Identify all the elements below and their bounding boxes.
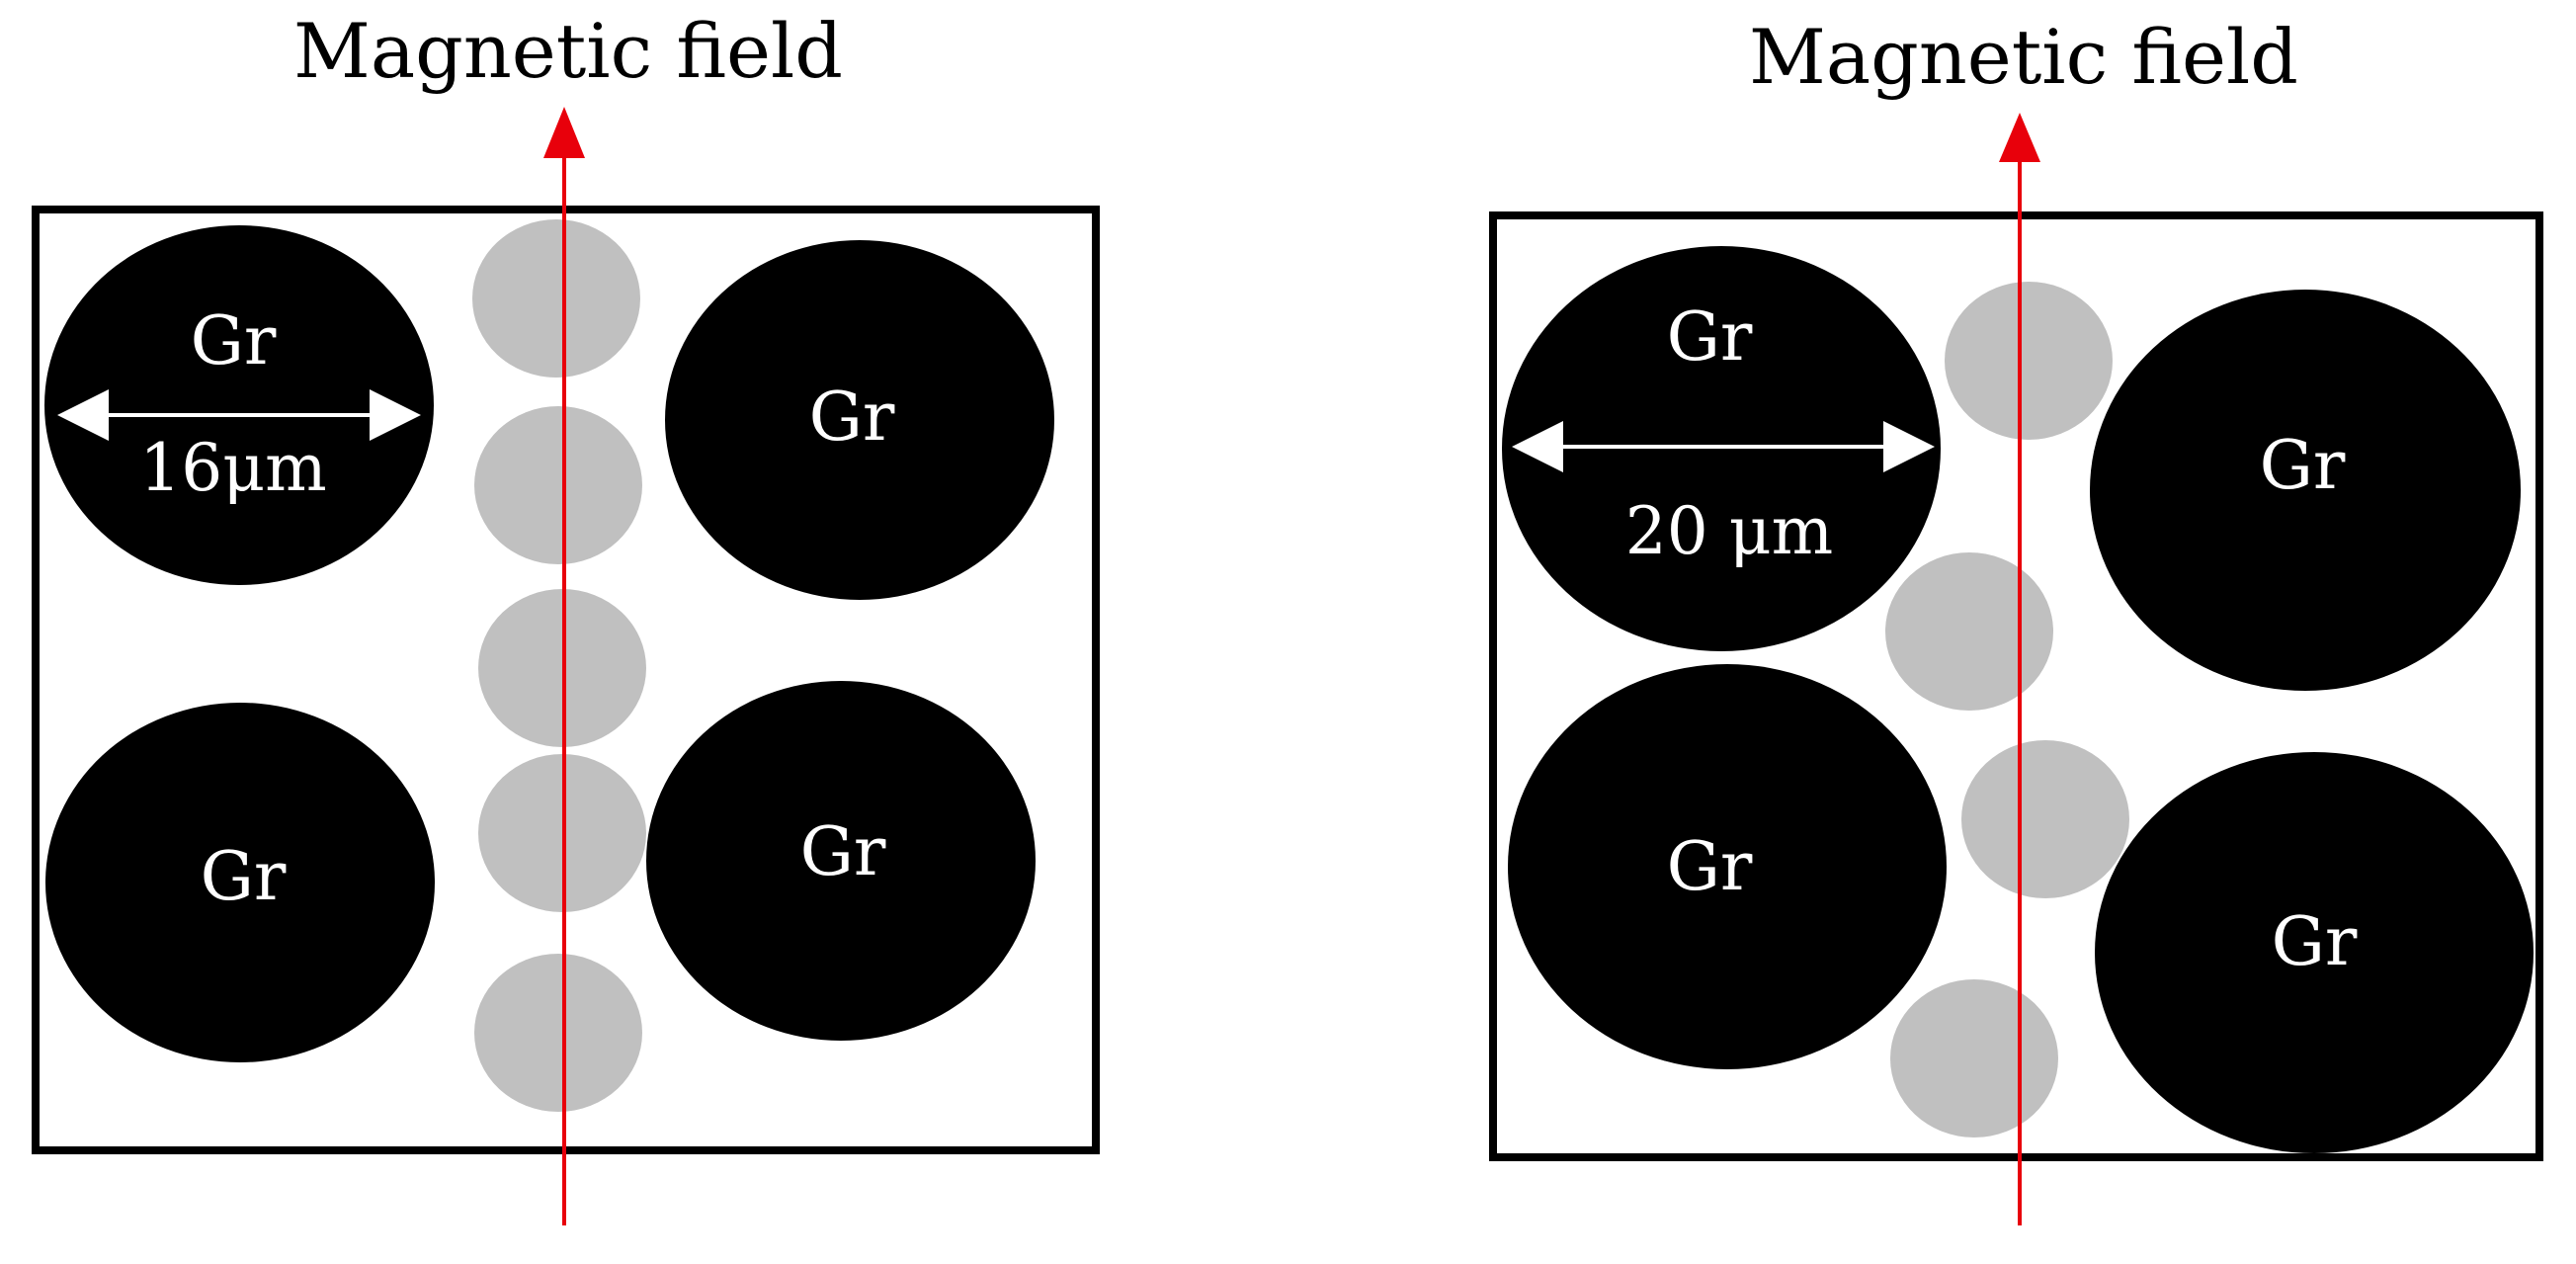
left-panel: Magnetic field Gr Gr Gr Gr 16μm bbox=[32, 7, 1100, 1225]
left-dimension-label: 16μm bbox=[139, 430, 326, 506]
left-gr-label-top-left: Gr bbox=[191, 302, 277, 380]
left-gr-label-bottom-left: Gr bbox=[201, 838, 287, 916]
right-particle-4 bbox=[1890, 979, 2058, 1138]
right-graphite-bottom-left bbox=[1508, 664, 1947, 1069]
right-graphite-bottom-right bbox=[2095, 752, 2534, 1153]
right-panel: Magnetic field Gr Gr Gr Gr 20 μm bbox=[1489, 13, 2543, 1225]
left-graphite-bottom-left bbox=[45, 703, 435, 1062]
right-gr-label-bottom-left: Gr bbox=[1667, 828, 1753, 906]
right-field-arrowhead bbox=[1999, 113, 2040, 162]
right-particle-2 bbox=[1885, 552, 2053, 711]
right-dimension-label: 20 μm bbox=[1625, 493, 1833, 569]
left-field-label: Magnetic field bbox=[293, 7, 843, 95]
right-gr-label-top-right: Gr bbox=[2260, 427, 2346, 505]
left-graphite-bottom-right bbox=[646, 681, 1036, 1041]
left-particle-1 bbox=[472, 219, 640, 378]
left-dimension-arrow bbox=[57, 389, 421, 441]
left-graphite-top-right bbox=[665, 240, 1054, 600]
left-field-arrowhead bbox=[543, 107, 585, 158]
right-dimension-arrow bbox=[1512, 421, 1935, 472]
right-gr-label-top-left: Gr bbox=[1667, 298, 1753, 377]
left-particle-5 bbox=[474, 954, 642, 1112]
right-particle-3 bbox=[1961, 740, 2129, 898]
right-particle-1 bbox=[1945, 282, 2113, 440]
right-field-label: Magnetic field bbox=[1749, 13, 2298, 101]
left-graphite-top-left bbox=[44, 225, 434, 585]
right-gr-label-bottom-right: Gr bbox=[2272, 903, 2358, 981]
right-graphite-top-right bbox=[2090, 290, 2521, 691]
right-frame bbox=[1489, 211, 2543, 1161]
left-gr-label-top-right: Gr bbox=[809, 379, 895, 457]
left-gr-label-bottom-right: Gr bbox=[800, 813, 886, 891]
left-particle-2 bbox=[474, 406, 642, 564]
